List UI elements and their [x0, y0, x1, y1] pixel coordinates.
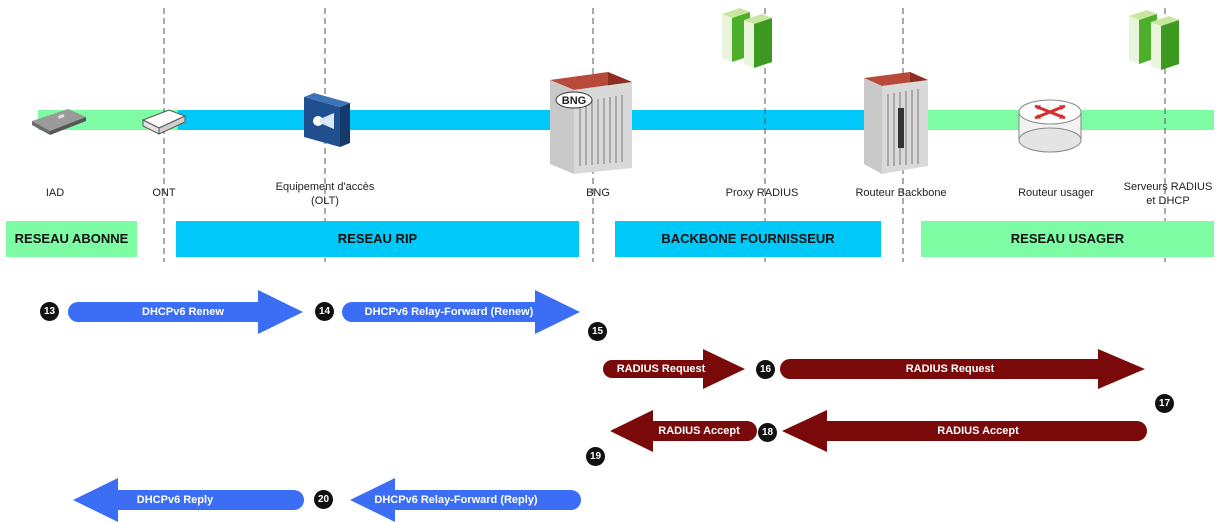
- step-16-badge: 16: [756, 360, 775, 379]
- bng-label: BNG: [586, 187, 610, 199]
- backbone-router-label: Routeur Backbone: [855, 187, 947, 199]
- proxy-radius-label: Proxy RADIUS: [725, 187, 799, 199]
- backbone-router-icon: [864, 72, 928, 174]
- step-14-badge: 14: [315, 302, 334, 321]
- servers-label-line1: Serveurs RADIUS: [1123, 181, 1213, 193]
- arrow-19-radius-accept: [610, 410, 757, 452]
- arrow-14-relay-forward-renew: [342, 290, 580, 334]
- arrow-18-label: RADIUS Accept: [937, 425, 1019, 437]
- ont-device-icon: [141, 109, 187, 135]
- servers-label-line2: et DHCP: [1146, 195, 1190, 207]
- step-19-badge: 19: [586, 447, 605, 466]
- arrow-20a-label: DHCPv6 Reply: [136, 494, 214, 506]
- band-reseau-rip: RESEAU RIP: [176, 221, 579, 257]
- arrow-15-radius-request: [603, 349, 745, 389]
- arrow-20b-label: DHCPv6 Relay-Forward (Reply): [374, 494, 538, 506]
- olt-label-line1: Equipement d'accès: [275, 181, 375, 193]
- bng-chassis-icon: [550, 72, 632, 174]
- band-reseau-usager: RESEAU USAGER: [921, 221, 1214, 257]
- iad-device-icon: [32, 109, 86, 135]
- arrow-16-radius-request: [780, 349, 1145, 389]
- arrow-13-label: DHCPv6 Renew: [142, 306, 224, 318]
- bng-device-label: BNG: [561, 95, 587, 107]
- step-18-badge: 18: [758, 423, 777, 442]
- olt-label-line2: (OLT): [311, 195, 339, 207]
- arrow-15-label: RADIUS Request: [616, 363, 706, 375]
- radius-dhcp-server-icon: [1129, 10, 1179, 70]
- arrow-20-relay-forward-reply: [350, 478, 581, 522]
- step-15-badge: 15: [588, 322, 607, 341]
- user-router-label: Routeur usager: [1018, 187, 1094, 199]
- arrow-13-dhcpv6-renew: [68, 290, 303, 334]
- link-cyan: [178, 110, 898, 130]
- proxy-radius-server-icon: [722, 8, 772, 68]
- arrow-16-label: RADIUS Request: [905, 363, 995, 375]
- iad-label: IAD: [45, 187, 65, 199]
- olt-device-icon: [304, 93, 350, 147]
- arrow-19-label: RADIUS Accept: [658, 425, 740, 437]
- ont-label: ONT: [152, 187, 176, 199]
- arrow-14-label: DHCPv6 Relay-Forward (Renew): [364, 306, 534, 318]
- step-17-badge: 17: [1155, 394, 1174, 413]
- band-backbone-fournisseur: BACKBONE FOURNISSEUR: [615, 221, 881, 257]
- step-20-badge: 20: [314, 490, 333, 509]
- step-13-badge: 13: [40, 302, 59, 321]
- band-reseau-abonne: RESEAU ABONNE: [6, 221, 137, 257]
- arrow-20-dhcpv6-reply: [73, 478, 304, 522]
- user-router-icon: [1018, 99, 1082, 153]
- arrow-18-radius-accept: [782, 410, 1147, 452]
